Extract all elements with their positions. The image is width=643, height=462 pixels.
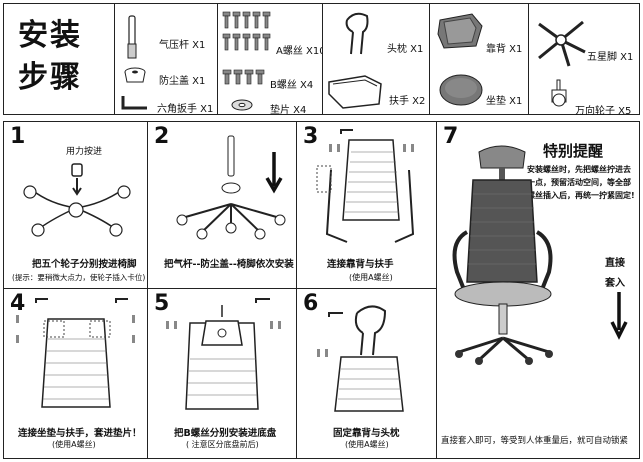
step-4-sub: (使用A螺丝) — [52, 440, 96, 449]
headrest-icon — [345, 12, 369, 55]
title-line-1: 安装 — [18, 18, 82, 53]
title-line-2: 步骤 — [18, 60, 82, 95]
step-7-note-line-2: 一点，预留活动空间，等全部 — [527, 178, 631, 187]
base-assembly-illustration — [176, 135, 286, 240]
step-1-top-label: 用力按进 — [66, 147, 103, 157]
step-3-panel: 3 连接靠背与扶手 (使用A螺丝) — [296, 121, 437, 289]
step-7-panel: 7 特别提醒 安装螺丝时，先把螺丝拧进去 一点，预留活动空间，等全部 螺丝插入后… — [436, 121, 640, 459]
step-2-number: 2 — [154, 124, 170, 149]
parts-panel-screws: A螺丝 X10 B螺丝 X4 垫片 X4 — [217, 3, 326, 116]
part-label-dust-cover: 防尘盖 X1 — [159, 76, 206, 87]
backrest-armrest-illustration — [316, 129, 415, 243]
step-7-arrow-label-1: 直接 — [605, 258, 625, 269]
step-5-caption: 把B螺丝分别安装进底盘 — [174, 428, 277, 439]
screw-a-icon — [222, 11, 271, 51]
step-7-caption: 直接套入即可，等受到人体重量后，就可自动锁紧 — [441, 436, 629, 446]
step-7-number: 7 — [443, 124, 459, 149]
step-5-sub: ( 注意区分底盘前后) — [186, 440, 259, 449]
gas-lift-icon — [127, 15, 137, 59]
step-1-panel: 1 用力按进 把五个轮子分别按进椅脚 (提示：要稍微大点力，使轮子插入卡位) — [3, 121, 148, 289]
parts-panel-headrest-armrest: 头枕 X1 扶手 X2 — [322, 3, 430, 115]
step-6-panel: 6 固定靠背与头枕 (使用A螺丝) — [296, 288, 437, 459]
screw-b-icon — [222, 69, 265, 85]
parts-panel-base-casters: 五星脚 X1 万向轮子 X5 — [528, 3, 640, 117]
step-4-caption: 连接坐垫与扶手，套进垫片！ — [18, 428, 142, 439]
part-label-screw-a: A螺丝 X10 — [276, 46, 326, 57]
title-panel: 安装 步骤 — [3, 3, 115, 115]
step-6-sub: (使用A螺丝) — [345, 440, 389, 449]
washer-icon — [231, 99, 253, 111]
parts-panel-tools: 气压杆 X1 防尘盖 X1 六角扳手 X1 — [114, 3, 218, 115]
part-label-seat-cushion: 坐垫 X1 — [486, 96, 523, 107]
step-4-panel: 4 连接坐垫与扶手，套进垫片！ (使用A螺丝) — [3, 288, 148, 459]
hex-wrench-icon — [121, 96, 147, 110]
step-7-heading: 特别提醒 — [543, 142, 604, 160]
step-2-panel: 2 把气杆--防尘盖--椅脚依次安装 — [147, 121, 297, 289]
wheel-insert-illustration — [23, 163, 131, 237]
step-3-number: 3 — [303, 124, 319, 149]
step-1-number: 1 — [10, 124, 26, 149]
step-2-caption: 把气杆--防尘盖--椅脚依次安装 — [164, 259, 294, 270]
seat-armrest-illustration — [16, 298, 135, 408]
seat-cushion-icon — [439, 74, 483, 106]
step-3-sub: (使用A螺丝) — [349, 273, 393, 282]
step-5-panel: 5 把B螺丝分别安装进底盘 ( 注意区分底盘前后) — [147, 288, 297, 459]
caster-wheel-icon — [551, 79, 567, 107]
office-chair-illustration — [452, 145, 553, 365]
part-label-gas-lift: 气压杆 X1 — [159, 40, 206, 51]
part-label-armrest: 扶手 X2 — [389, 96, 426, 107]
step-5-number: 5 — [154, 291, 170, 316]
chassis-plate-illustration — [166, 298, 281, 410]
parts-panel-back-seat: 靠背 X1 坐垫 X1 — [429, 3, 529, 115]
dust-cover-icon — [124, 67, 146, 83]
headrest-fix-illustration — [317, 305, 404, 412]
part-label-caster-wheel: 万向轮子 X5 — [575, 106, 632, 117]
step-4-number: 4 — [10, 291, 26, 316]
part-label-hex-wrench: 六角扳手 X1 — [157, 104, 214, 115]
part-label-headrest: 头枕 X1 — [387, 44, 424, 55]
part-label-star-base: 五星脚 X1 — [587, 52, 634, 63]
step-6-number: 6 — [303, 291, 319, 316]
step-6-caption: 固定靠背与头枕 — [333, 428, 400, 439]
step-7-note-line-1: 安装螺丝时，先把螺丝拧进去 — [527, 165, 631, 174]
part-label-washer: 垫片 X4 — [270, 105, 307, 116]
part-label-screw-b: B螺丝 X4 — [270, 80, 314, 91]
armrest-icon — [328, 75, 382, 109]
backrest-icon — [437, 13, 483, 49]
down-arrow-icon — [610, 292, 628, 340]
step-1-caption: 把五个轮子分别按进椅脚 — [32, 259, 137, 270]
step-7-note-line-3: 螺丝插入后，再统一拧紧固定! — [527, 191, 635, 200]
step-1-sub: (提示：要稍微大点力，使轮子插入卡位) — [12, 273, 146, 282]
part-label-backrest: 靠背 X1 — [486, 44, 523, 55]
star-base-icon — [538, 20, 586, 67]
step-3-caption: 连接靠背与扶手 — [327, 259, 394, 270]
step-7-arrow-label-2: 套入 — [605, 278, 625, 289]
